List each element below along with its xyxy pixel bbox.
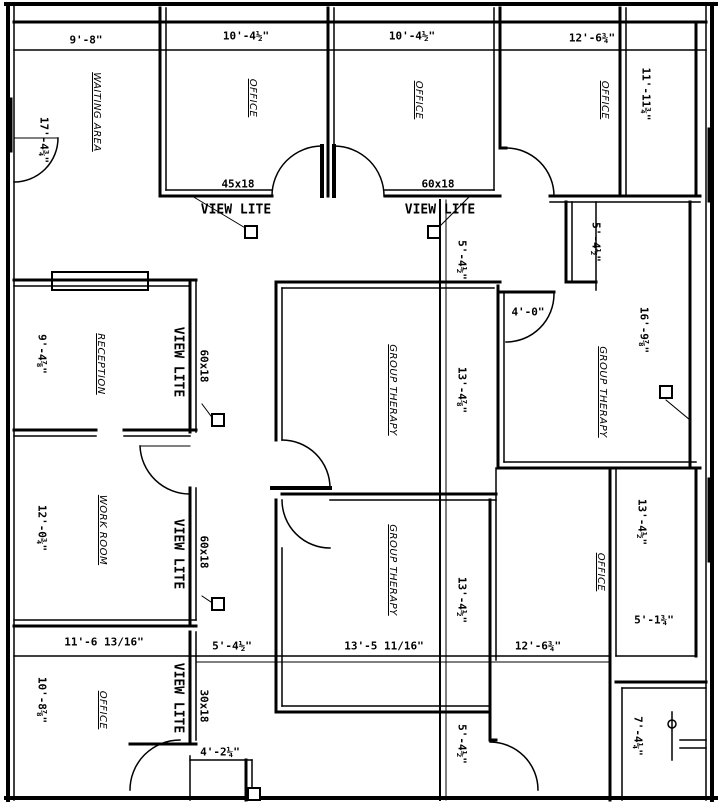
room-label-reception: RECEPTION bbox=[95, 333, 106, 395]
window-size-label: 45x18 bbox=[221, 177, 255, 191]
room-label-office-4: OFFICE bbox=[97, 690, 108, 730]
dimension-label: 13'-4⅞" bbox=[455, 366, 469, 414]
dimension-label: 12'-6¾" bbox=[514, 639, 562, 653]
room-label-work-room: WORK ROOM bbox=[97, 494, 108, 566]
dimension-label: 5'-4½" bbox=[212, 639, 252, 653]
view-lite-label: VIEW LITE bbox=[170, 326, 186, 398]
window-size-label: 30x18 bbox=[197, 689, 211, 723]
corridor-walls-right bbox=[496, 200, 702, 470]
work-room-walls bbox=[12, 445, 198, 628]
dimension-label: 11'-11¾" bbox=[639, 67, 653, 121]
room-label-office-5: OFFICE bbox=[595, 552, 606, 592]
dimension-label: 7'-4¼" bbox=[631, 716, 645, 756]
window-size-label: 60x18 bbox=[197, 535, 211, 569]
dimension-label: 10'-4½" bbox=[388, 29, 436, 43]
dimension-label: 16'-9⅞" bbox=[637, 306, 651, 354]
dimension-label: 12'-0¾" bbox=[35, 504, 49, 552]
room-label-group-therapy-3: GROUP THERAPY bbox=[597, 346, 608, 438]
device-markers bbox=[211, 225, 673, 801]
bottom-right-walls bbox=[195, 466, 708, 802]
dimension-label: 9'-4⅞" bbox=[35, 334, 49, 374]
dimension-label: 11'-6 13/16" bbox=[64, 635, 144, 649]
dimension-label: 17'-4¾" bbox=[37, 116, 51, 164]
dimension-label: 5'-1¾" bbox=[634, 613, 674, 627]
view-lite-label: VIEW LITE bbox=[170, 518, 186, 590]
room-label-office-2: OFFICE bbox=[413, 80, 424, 120]
room-label-office-3: OFFICE bbox=[599, 80, 610, 120]
dimension-label: 12'-6¾" bbox=[568, 31, 616, 45]
dimension-label: 13'-4½" bbox=[635, 498, 649, 546]
room-label-group-therapy-1: GROUP THERAPY bbox=[387, 344, 398, 436]
window-size-label: 60x18 bbox=[197, 349, 211, 383]
dimension-label: 5'-4½" bbox=[455, 240, 469, 280]
lower-office-walls bbox=[13, 630, 253, 802]
view-lite-label: VIEW LITE bbox=[404, 202, 476, 218]
room-label-group-therapy-2: GROUP THERAPY bbox=[387, 524, 398, 616]
dimension-label: 10'-4½" bbox=[222, 29, 270, 43]
room-label-waiting-area: WAITING AREA bbox=[91, 72, 102, 152]
view-lite-label: VIEW LITE bbox=[200, 202, 272, 218]
window-size-label: 60x18 bbox=[421, 177, 455, 191]
dimension-label: 13'-5 11/16" bbox=[344, 639, 424, 653]
group-therapy-walls bbox=[270, 199, 502, 801]
view-lite-label: VIEW LITE bbox=[170, 662, 186, 734]
reception-walls bbox=[12, 271, 198, 437]
top-partition-walls bbox=[12, 6, 708, 203]
dimension-label: 4'-0" bbox=[511, 305, 545, 319]
dimension-label: 13'-4½" bbox=[455, 576, 469, 624]
door-swings-top bbox=[271, 144, 555, 343]
room-label-office-1: OFFICE bbox=[247, 78, 258, 118]
dimension-label: 10'-8⅞" bbox=[35, 676, 49, 724]
dimension-label: 9'-8" bbox=[69, 33, 103, 47]
dimension-label: 4'-2¼" bbox=[200, 745, 240, 759]
dimension-label: 5'-4½" bbox=[455, 724, 469, 764]
dimension-label: 5'-4½" bbox=[589, 222, 603, 262]
waiting-door bbox=[13, 137, 59, 183]
